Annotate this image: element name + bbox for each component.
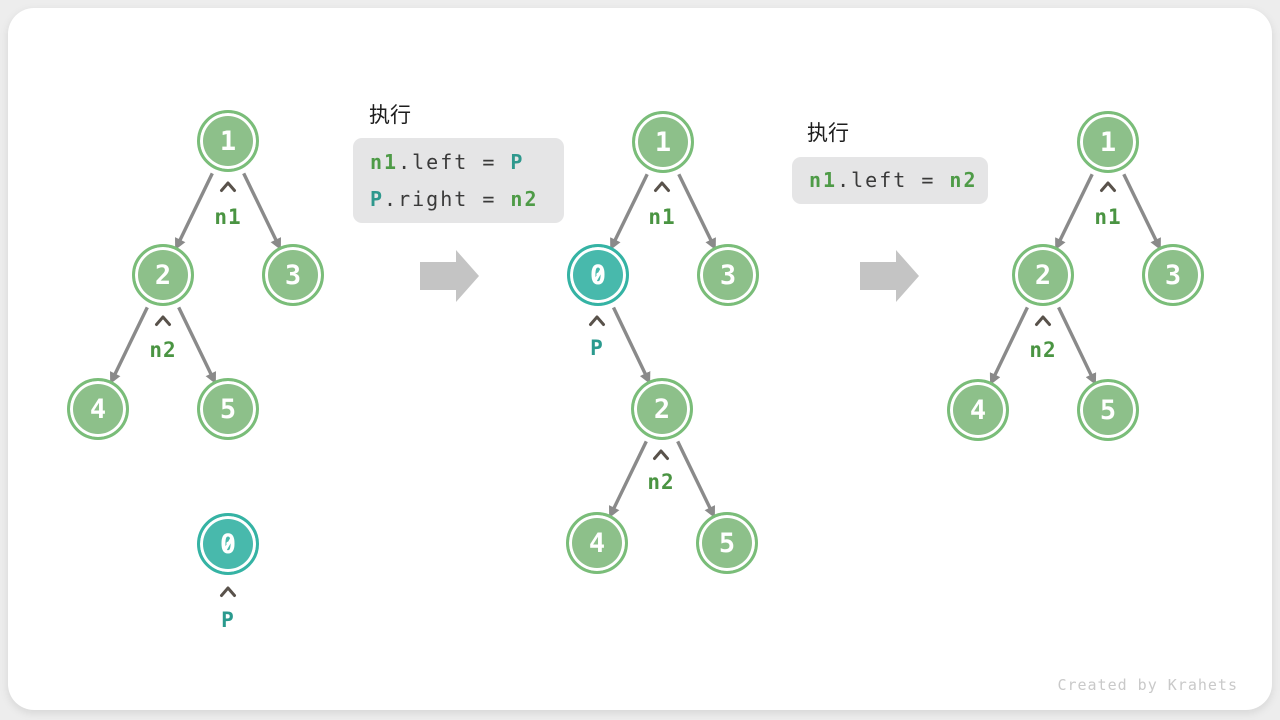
node-value: 5	[718, 527, 736, 559]
caret-up-icon	[155, 315, 171, 326]
edge-2-5	[1057, 306, 1097, 386]
tree-middle-node-0: 0	[567, 244, 629, 306]
node-value: 1	[219, 125, 237, 157]
pointer-label-n1: n1	[1094, 205, 1122, 229]
caret-up-icon	[654, 181, 670, 192]
tree-after-node-2: 2	[1012, 244, 1074, 306]
edge-1-2	[1055, 173, 1094, 251]
tree-before-node-2: 2	[132, 244, 194, 306]
tree-middle-node-2: 2	[631, 378, 693, 440]
code-token-n2: n2	[949, 168, 978, 192]
pointer-label-p: P	[221, 608, 235, 632]
edge-2-5	[676, 440, 715, 519]
node-value: 1	[654, 126, 672, 158]
code-token: .left =	[837, 168, 950, 192]
code-token-n1: n1	[370, 149, 399, 174]
edge-2-5	[177, 306, 216, 385]
node-value: 2	[154, 259, 172, 291]
code-block-2: n1.left = n2	[792, 157, 988, 204]
code-token: .right =	[384, 186, 511, 211]
code-block-1: n1.left = P P.right = n2	[353, 138, 564, 223]
transition-arrow-icon	[860, 250, 919, 302]
tree-before-node-3: 3	[262, 244, 324, 306]
tree-after-node-3: 3	[1142, 244, 1204, 306]
tree-before-edges	[110, 172, 281, 385]
pointer-label-n1: n1	[648, 205, 676, 229]
caret-up-icon	[1035, 315, 1051, 326]
tree-after-edges	[989, 173, 1161, 386]
tree-after-node-4: 4	[947, 379, 1009, 441]
code-token-p: P	[510, 149, 525, 174]
edge-1-3	[242, 172, 281, 251]
pointer-label-n2: n2	[1029, 338, 1057, 362]
code-line: n1.left = n2	[809, 162, 976, 199]
caret-up-icon	[589, 315, 605, 326]
code-token: .left =	[398, 149, 511, 174]
pointer-carets	[155, 181, 1116, 597]
pointer-label-n1: n1	[214, 205, 242, 229]
tree-middle-node-3: 3	[697, 244, 759, 306]
node-value: 3	[1164, 259, 1182, 291]
tree-middle-edges	[609, 173, 716, 519]
code-line: P.right = n2	[370, 181, 547, 218]
node-value: 3	[284, 259, 302, 291]
tree-middle-node-1: 1	[632, 111, 694, 173]
caret-up-icon	[220, 181, 236, 192]
tree-after-node-1: 1	[1077, 111, 1139, 173]
node-value: 3	[719, 259, 737, 291]
edge-0-2	[611, 306, 651, 384]
tree-before-node-1: 1	[197, 110, 259, 172]
tree-before-node-4: 4	[67, 378, 129, 440]
tree-middle-node-5: 5	[696, 512, 758, 574]
tree-before-node-5: 5	[197, 378, 259, 440]
caret-up-icon	[220, 586, 236, 597]
node-value: 5	[1099, 394, 1117, 426]
pointer-label-n2: n2	[647, 470, 675, 494]
caret-up-icon	[653, 449, 669, 460]
code-line: n1.left = P	[370, 144, 547, 181]
credit-text: Created by Krahets	[1057, 676, 1238, 694]
edge-2-4	[110, 306, 149, 385]
node-value: 4	[588, 527, 606, 559]
edge-1-3	[1122, 173, 1161, 251]
code-token-n1: n1	[809, 168, 838, 192]
tree-before-node-0-detached: 0	[197, 513, 259, 575]
pointer-label-n2: n2	[149, 338, 177, 362]
code-token-n2: n2	[510, 186, 539, 211]
edge-2-4	[989, 306, 1029, 386]
node-value: 5	[219, 393, 237, 425]
node-value: 4	[969, 394, 987, 426]
node-value: 2	[653, 393, 671, 425]
node-value: 4	[89, 393, 107, 425]
edge-2-4	[609, 440, 648, 519]
edge-1-0	[610, 173, 649, 251]
code-token-p: P	[370, 186, 385, 211]
tree-middle-node-4: 4	[566, 512, 628, 574]
tree-after-node-5: 5	[1077, 379, 1139, 441]
exec-title-1: 执行	[369, 104, 411, 127]
edge-1-2	[175, 172, 214, 251]
caret-up-icon	[1100, 181, 1116, 192]
pointer-label-p: P	[590, 336, 604, 360]
edge-1-3	[677, 173, 716, 251]
transition-arrow-icon	[420, 250, 479, 302]
node-value: 1	[1099, 126, 1117, 158]
exec-title-2: 执行	[807, 122, 849, 145]
node-value: 2	[1034, 259, 1052, 291]
